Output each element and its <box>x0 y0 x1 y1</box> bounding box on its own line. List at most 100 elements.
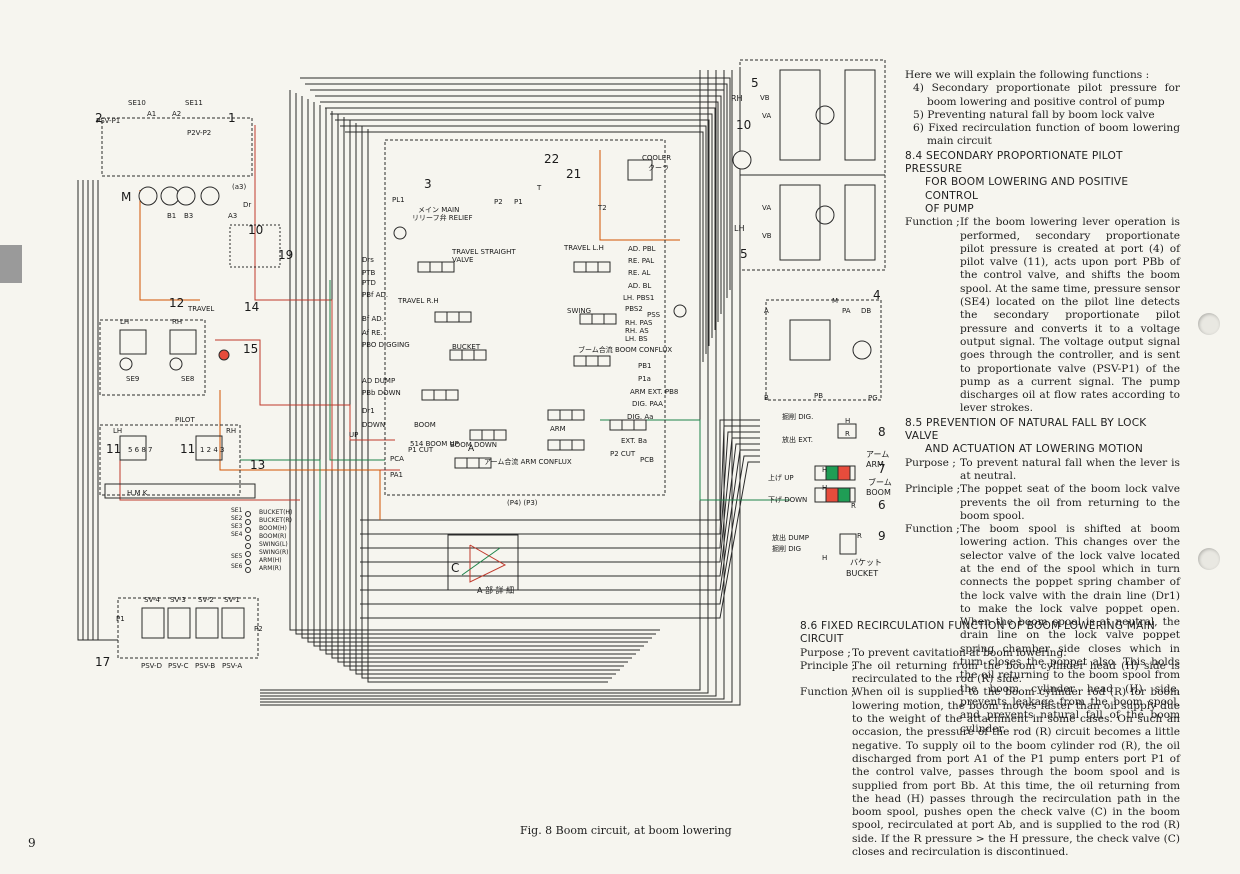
pressure-sensor-symbol <box>673 304 687 318</box>
spool-valve <box>454 457 492 469</box>
diagram-label: A <box>468 444 475 454</box>
boom-cylinder-piston <box>825 465 839 481</box>
boom-cylinder-head <box>837 465 851 481</box>
diagram-label: DOWN <box>362 421 385 429</box>
diagram-label: B <box>764 394 769 402</box>
diagram-label: H <box>822 554 827 562</box>
diagram-label: ARM <box>550 425 566 433</box>
hydraulic-line <box>360 461 760 619</box>
diagram-label: クーラ <box>648 164 669 172</box>
diagram-label: PTD <box>362 279 376 287</box>
hydraulic-line <box>319 105 640 651</box>
section-title: FIXED RECIRCULATION FUNCTION OF BOOM LOW… <box>800 620 1155 646</box>
row-label: Function ; <box>800 686 855 699</box>
diagram-label: 5 <box>740 247 748 261</box>
function-row: Function ; The boom spool is shifted at … <box>905 523 1180 736</box>
diagram-label: 5 6 8 7 <box>128 446 153 454</box>
diagram-label: SV-3 <box>170 596 186 604</box>
diagram-label: P2 <box>494 198 503 206</box>
section-8-4: 8.4 SECONDARY PROPORTIONATE PILOT PRESSU… <box>905 150 1180 416</box>
spool-valve <box>449 349 487 361</box>
diagram-label: RH. AS <box>625 327 649 335</box>
diagram-label: 12 <box>169 296 184 310</box>
diagram-label: LH <box>734 224 744 233</box>
diagram-label: Drs <box>362 256 374 264</box>
diagram-label: TRAVEL STRAIGHT <box>451 248 516 256</box>
diagram-label: Bf AD. <box>362 315 384 323</box>
hydraulic-line <box>215 339 395 441</box>
diagram-label: PSV-D <box>141 662 162 670</box>
diagram-label: 21 <box>566 167 581 181</box>
diagram-label: PBS2 <box>625 305 643 313</box>
diagram-label: 4 <box>873 288 881 302</box>
diagram-label: VALVE <box>452 256 473 264</box>
hydraulic-line <box>337 114 628 663</box>
diagram-label: AD DUMP <box>362 377 395 385</box>
hydraulic-line <box>260 70 717 697</box>
hydraulic-line <box>330 113 713 338</box>
diagram-label: BOOM <box>866 488 891 497</box>
diagram-label: SWING(R) <box>259 549 289 556</box>
check-valve-detail <box>469 544 507 583</box>
diagram-label: アーム合流 ARM CONFLUX <box>484 457 572 466</box>
diagram-label: ARM <box>866 460 884 469</box>
diagram-label: PILOT <box>175 416 195 424</box>
regulator-block <box>789 319 831 361</box>
section-8-5: 8.5 PREVENTION OF NATURAL FALL BY LOCK V… <box>905 417 1180 736</box>
diagram-label: バケット <box>850 558 882 567</box>
diagram-label: 514 BOOM UP <box>410 440 459 448</box>
page-number: 9 <box>28 836 36 850</box>
diagram-label: VA <box>762 112 771 120</box>
row-text: When oil is supplied to the boom cylinde… <box>852 686 1180 859</box>
diagram-label: RH <box>172 318 182 326</box>
diagram-label: B3 <box>184 212 193 220</box>
pump-symbol <box>815 205 835 225</box>
function-list-item: 6) Fixed recirculation function of boom … <box>913 122 1180 148</box>
diagram-label: SWING <box>567 307 591 315</box>
hydraulic-line <box>300 77 731 290</box>
boom-cylinder-piston <box>825 487 839 503</box>
diagram-label: VA <box>762 204 771 212</box>
function-list-item: 5) Preventing natural fall by boom lock … <box>913 108 1155 121</box>
control-valve-enclosure <box>384 139 666 496</box>
diagram-label: SE8 <box>181 375 194 383</box>
text-column: Here we will explain the following funct… <box>905 69 1180 736</box>
diagram-label: H <box>822 466 827 474</box>
diagram-label: 11 <box>106 442 121 456</box>
section-title: SECONDARY PROPORTIONATE PILOT PRESSURE <box>905 149 1123 176</box>
hydraulic-line <box>361 126 612 679</box>
pressure-sensor-symbol <box>119 357 133 371</box>
pump-symbol <box>852 340 872 360</box>
principle-row: Principle ; The oil returning from the b… <box>800 660 1180 687</box>
spool-valve <box>421 389 459 401</box>
hydraulic-line <box>260 70 725 700</box>
hydraulic-line <box>92 180 118 641</box>
diagram-label: 17 <box>95 655 110 669</box>
pump-regulator-enclosure <box>765 299 882 401</box>
purpose-row: Purpose ; To prevent cavitation at boom … <box>800 647 1180 660</box>
diagram-label: BOOM <box>414 421 436 429</box>
section-number: 8.4 <box>905 149 923 162</box>
hydraulic-line <box>343 117 624 667</box>
diagram-label: DIG. Aa <box>627 413 653 421</box>
hydraulic-line <box>289 90 660 631</box>
hydraulic-line <box>325 107 716 330</box>
diagram-label: PA1 <box>390 471 403 479</box>
pilot-valve <box>119 435 147 461</box>
diagram-label: SV-4 <box>144 596 160 604</box>
diagram-label: RH <box>226 427 236 435</box>
diagram-label: Af RE. <box>362 329 383 337</box>
diagram-label: H <box>822 484 827 492</box>
hydraulic-line <box>260 70 701 691</box>
figure-caption: Fig. 8 Boom circuit, at boom lowering <box>520 824 732 837</box>
hydraulic-line <box>320 101 719 322</box>
component-10-box <box>229 224 281 268</box>
diagram-label: PCA <box>390 455 404 463</box>
diagram-label: Dr <box>243 201 251 209</box>
diagram-label: (a3) <box>232 183 246 191</box>
diagram-label: SE4 <box>231 531 243 538</box>
row-text: To prevent cavitation at boom lowering. <box>852 646 1067 659</box>
diagram-label: P1a <box>638 375 651 383</box>
binder-hole <box>1198 313 1220 335</box>
